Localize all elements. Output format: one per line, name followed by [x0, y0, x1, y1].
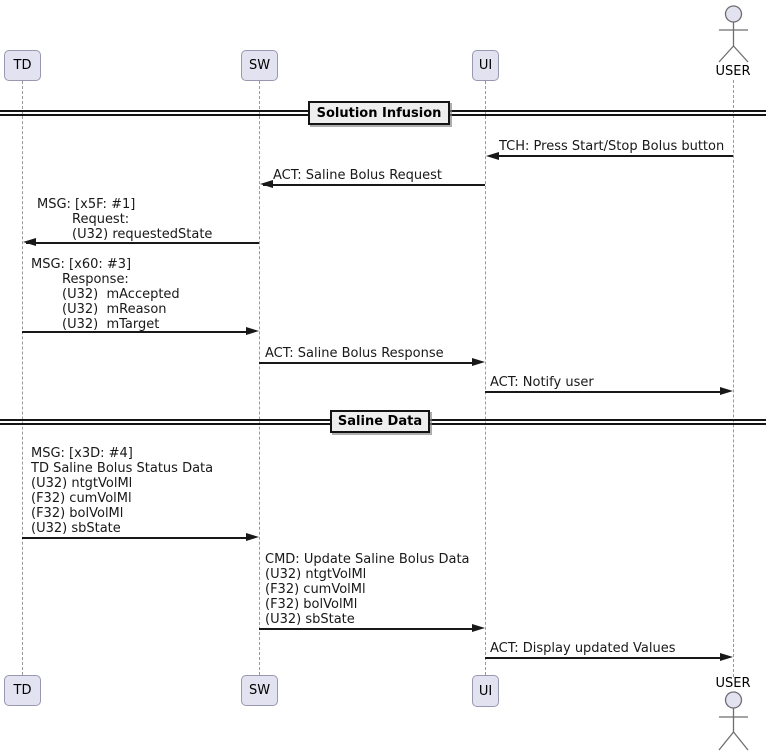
participant-ui-label: UI — [478, 58, 493, 73]
participant-td-bottom: TD — [4, 675, 41, 706]
message-msg-x60: MSG: [x60: #3] Response: (U32) mAccepted… — [31, 257, 180, 332]
lifeline-user — [733, 80, 734, 677]
arrowhead-right-icon — [472, 358, 485, 366]
participant-sw-top: SW — [241, 50, 278, 81]
message-line: ACT: Display updated Values — [490, 641, 676, 656]
message-line: (U32) mTarget — [62, 317, 160, 332]
actor-user-label-top: USER — [715, 64, 751, 79]
user-actor-icon — [713, 690, 754, 756]
message-line: (F32) bolVolMl — [265, 597, 358, 612]
message-line: CMD: Update Saline Bolus Data — [265, 552, 470, 567]
message-line: (U32) mReason — [62, 302, 167, 317]
message-line: (F32) cumVolMl — [265, 582, 366, 597]
message-arrow — [485, 391, 721, 393]
message-line: TCH: Press Start/Stop Bolus button — [499, 139, 725, 154]
message-cmd-update-saline: CMD: Update Saline Bolus Data (U32) ntgt… — [265, 552, 470, 627]
message-line: MSG: [x60: #3] — [31, 257, 132, 272]
message-line: (U32) ntgtVolMl — [265, 567, 367, 582]
arrowhead-left-icon — [260, 180, 273, 188]
participant-sw-label: SW — [248, 58, 271, 73]
message-arrow — [485, 657, 721, 659]
message-line: (F32) bolVolMl — [31, 506, 124, 521]
participant-sw-bottom: SW — [241, 675, 278, 706]
message-line: (F32) cumVolMl — [31, 491, 132, 506]
lifeline-ui — [485, 81, 486, 675]
message-line: Response: — [62, 272, 129, 287]
divider-label: Solution Infusion — [316, 105, 442, 121]
arrowhead-left-icon — [23, 238, 36, 246]
arrowhead-right-icon — [246, 327, 259, 335]
message-notify-user: ACT: Notify user — [490, 375, 594, 390]
message-arrow — [489, 155, 733, 157]
message-line: (U32) sbState — [31, 521, 121, 536]
message-line: ACT: Saline Bolus Request — [273, 168, 443, 183]
divider-solution-infusion: Solution Infusion — [308, 101, 450, 125]
message-line: TD Saline Bolus Status Data — [31, 461, 214, 476]
actor-user-label-bottom: USER — [715, 676, 751, 691]
participant-ui-top: UI — [472, 50, 499, 81]
message-line: (U32) sbState — [265, 612, 355, 627]
message-arrow — [263, 184, 485, 186]
participant-td-label: TD — [13, 58, 32, 73]
participant-ui-label: UI — [478, 683, 493, 699]
arrowhead-right-icon — [246, 533, 259, 541]
message-display-updated-values: ACT: Display updated Values — [490, 641, 675, 656]
message-arrow — [22, 331, 247, 333]
participant-td-label: TD — [13, 683, 32, 698]
arrowhead-right-icon — [472, 624, 485, 632]
divider-label: Saline Data — [337, 414, 423, 429]
lifeline-sw — [259, 81, 260, 675]
message-msg-x5f: MSG: [x5F: #1] Request: (U32) requestedS… — [37, 197, 212, 242]
divider-saline-data: Saline Data — [330, 410, 430, 433]
user-actor-icon — [713, 4, 754, 68]
participant-ui-bottom: UI — [472, 675, 499, 707]
lifeline-td — [22, 81, 23, 675]
message-arrow — [259, 628, 473, 630]
arrowhead-right-icon — [720, 387, 733, 395]
arrowhead-left-icon — [486, 152, 499, 160]
message-line: Request: — [72, 212, 130, 227]
participant-td-top: TD — [4, 50, 41, 81]
message-tch-press-bolus: TCH: Press Start/Stop Bolus button — [499, 139, 724, 154]
message-arrow — [26, 242, 259, 244]
message-arrow — [22, 537, 247, 539]
message-saline-bolus-request: ACT: Saline Bolus Request — [273, 168, 442, 183]
message-msg-x3d: MSG: [x3D: #4] TD Saline Bolus Status Da… — [31, 446, 213, 536]
message-saline-bolus-response: ACT: Saline Bolus Response — [265, 346, 444, 361]
message-line: (U32) mAccepted — [62, 287, 180, 302]
arrowhead-right-icon — [720, 653, 733, 661]
participant-sw-label: SW — [248, 683, 271, 698]
message-line: ACT: Notify user — [490, 375, 594, 390]
message-line: ACT: Saline Bolus Response — [265, 346, 444, 361]
message-arrow — [259, 362, 473, 364]
message-line: (U32) ntgtVolMl — [31, 476, 133, 491]
message-line: (U32) requestedState — [72, 227, 213, 242]
message-line: MSG: [x5F: #1] — [37, 197, 136, 212]
message-line: MSG: [x3D: #4] — [31, 446, 133, 461]
